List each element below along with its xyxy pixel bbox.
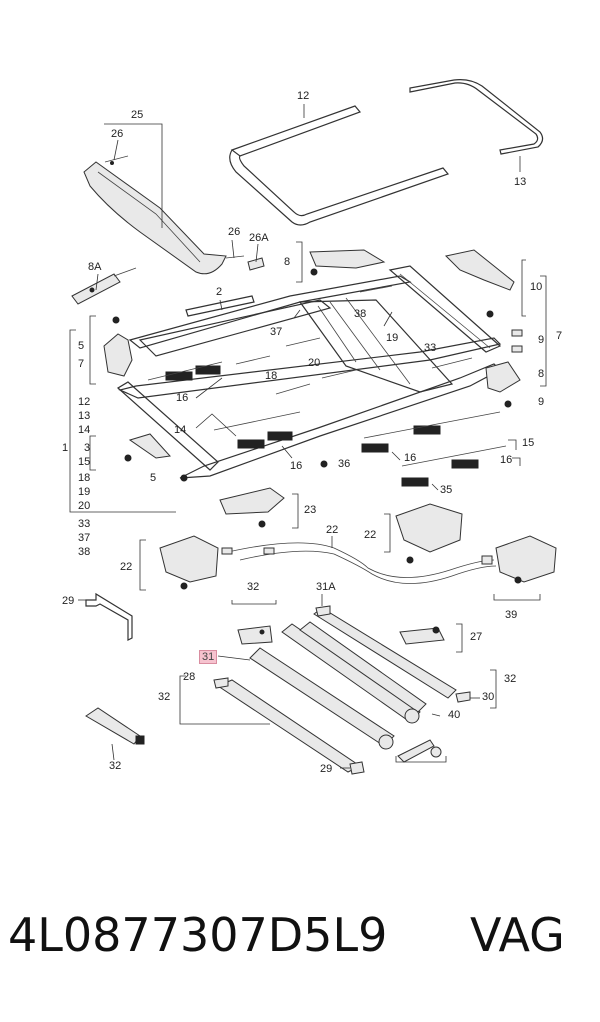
callout-20: 20 <box>308 357 321 369</box>
callout-8A: 8A <box>88 261 102 273</box>
callout-5: 5 <box>78 340 85 352</box>
list-item-38: 38 <box>78 546 91 558</box>
grease-tube-part <box>71 267 137 305</box>
callout-7: 7 <box>556 330 563 342</box>
callout-36: 36 <box>338 458 351 470</box>
callout-32: 30 <box>482 691 495 703</box>
leader-lines <box>69 104 547 769</box>
glass-seal-part <box>229 105 450 226</box>
list-item-14: 14 <box>78 424 91 436</box>
callout-14: 14 <box>174 424 187 436</box>
motor-parts <box>159 503 557 590</box>
callout-31: 32 <box>504 673 517 685</box>
callout-13: 13 <box>514 176 527 188</box>
callout-8: 8 <box>284 256 291 268</box>
callout-29: 32 <box>247 581 260 593</box>
crank-handle-part <box>85 592 133 641</box>
callout-32: 28 <box>183 671 196 683</box>
callout-9: 9 <box>538 396 545 408</box>
callout-26: 26 <box>111 128 124 140</box>
callout-19: 19 <box>386 332 399 344</box>
callout-10: 10 <box>530 281 543 293</box>
list-item-20: 20 <box>78 500 91 512</box>
callout-39: 29 <box>62 595 75 607</box>
callout-16: 16 <box>290 460 303 472</box>
callout-27-highlighted[interactable]: 31 <box>199 650 218 664</box>
wiring-harness-part <box>221 542 497 584</box>
callout-18: 18 <box>265 370 278 382</box>
callout-33: 33 <box>424 342 437 354</box>
list-item-18: 18 <box>78 472 91 484</box>
callout-25: 25 <box>131 109 144 121</box>
callout-26A: 26A <box>249 232 269 244</box>
callout-22: 22 <box>364 529 377 541</box>
slider-parts <box>147 361 507 487</box>
list-item-33: 33 <box>78 518 91 530</box>
list-item-19: 19 <box>78 486 91 498</box>
cable-parts <box>235 285 473 395</box>
callout-5: 23 <box>304 504 317 516</box>
seal-strip-part <box>409 79 544 155</box>
grease-paste-part <box>85 707 145 745</box>
callout-23: 22 <box>326 524 339 536</box>
callout-9: 9 <box>538 334 545 346</box>
callout-32: 31A <box>316 581 336 593</box>
callout-16: 16 <box>404 452 417 464</box>
callout-16: 16 <box>176 392 189 404</box>
callout-16: 16 <box>500 454 513 466</box>
callout-12: 12 <box>297 90 310 102</box>
callout-37: 37 <box>270 326 283 338</box>
wind-deflector-part <box>83 155 265 275</box>
callout-16: 35 <box>440 484 453 496</box>
callout-35: 5 <box>150 472 157 484</box>
callout-22: 39 <box>505 609 518 621</box>
part-number-caption: 4L0877307D5L9 <box>8 908 388 962</box>
callout-28: 40 <box>448 709 461 721</box>
list-item-15: 15 <box>78 456 91 468</box>
callout-15: 15 <box>522 437 535 449</box>
callout-32: 29 <box>320 763 333 775</box>
sunshade-roller-parts <box>213 605 471 775</box>
list-item-12: 12 <box>78 396 91 408</box>
right-guide-part <box>309 249 523 408</box>
list-item-37: 37 <box>78 532 91 544</box>
callout-22: 22 <box>120 561 133 573</box>
callout-30: 32 <box>158 691 171 703</box>
callout-40: 32 <box>109 760 122 772</box>
callout-26: 26 <box>228 226 241 238</box>
brand-caption: VAG <box>470 908 565 962</box>
callout-2: 2 <box>216 286 223 298</box>
left-guide-part <box>103 316 285 528</box>
callout-8: 8 <box>538 368 545 380</box>
list-main-1: 1 <box>62 442 69 454</box>
list-item-13: 13 <box>78 410 91 422</box>
callout-7: 7 <box>78 358 85 370</box>
callout-31A: 27 <box>470 631 483 643</box>
callout-38: 38 <box>354 308 367 320</box>
list-item-3: 3 <box>84 442 91 454</box>
